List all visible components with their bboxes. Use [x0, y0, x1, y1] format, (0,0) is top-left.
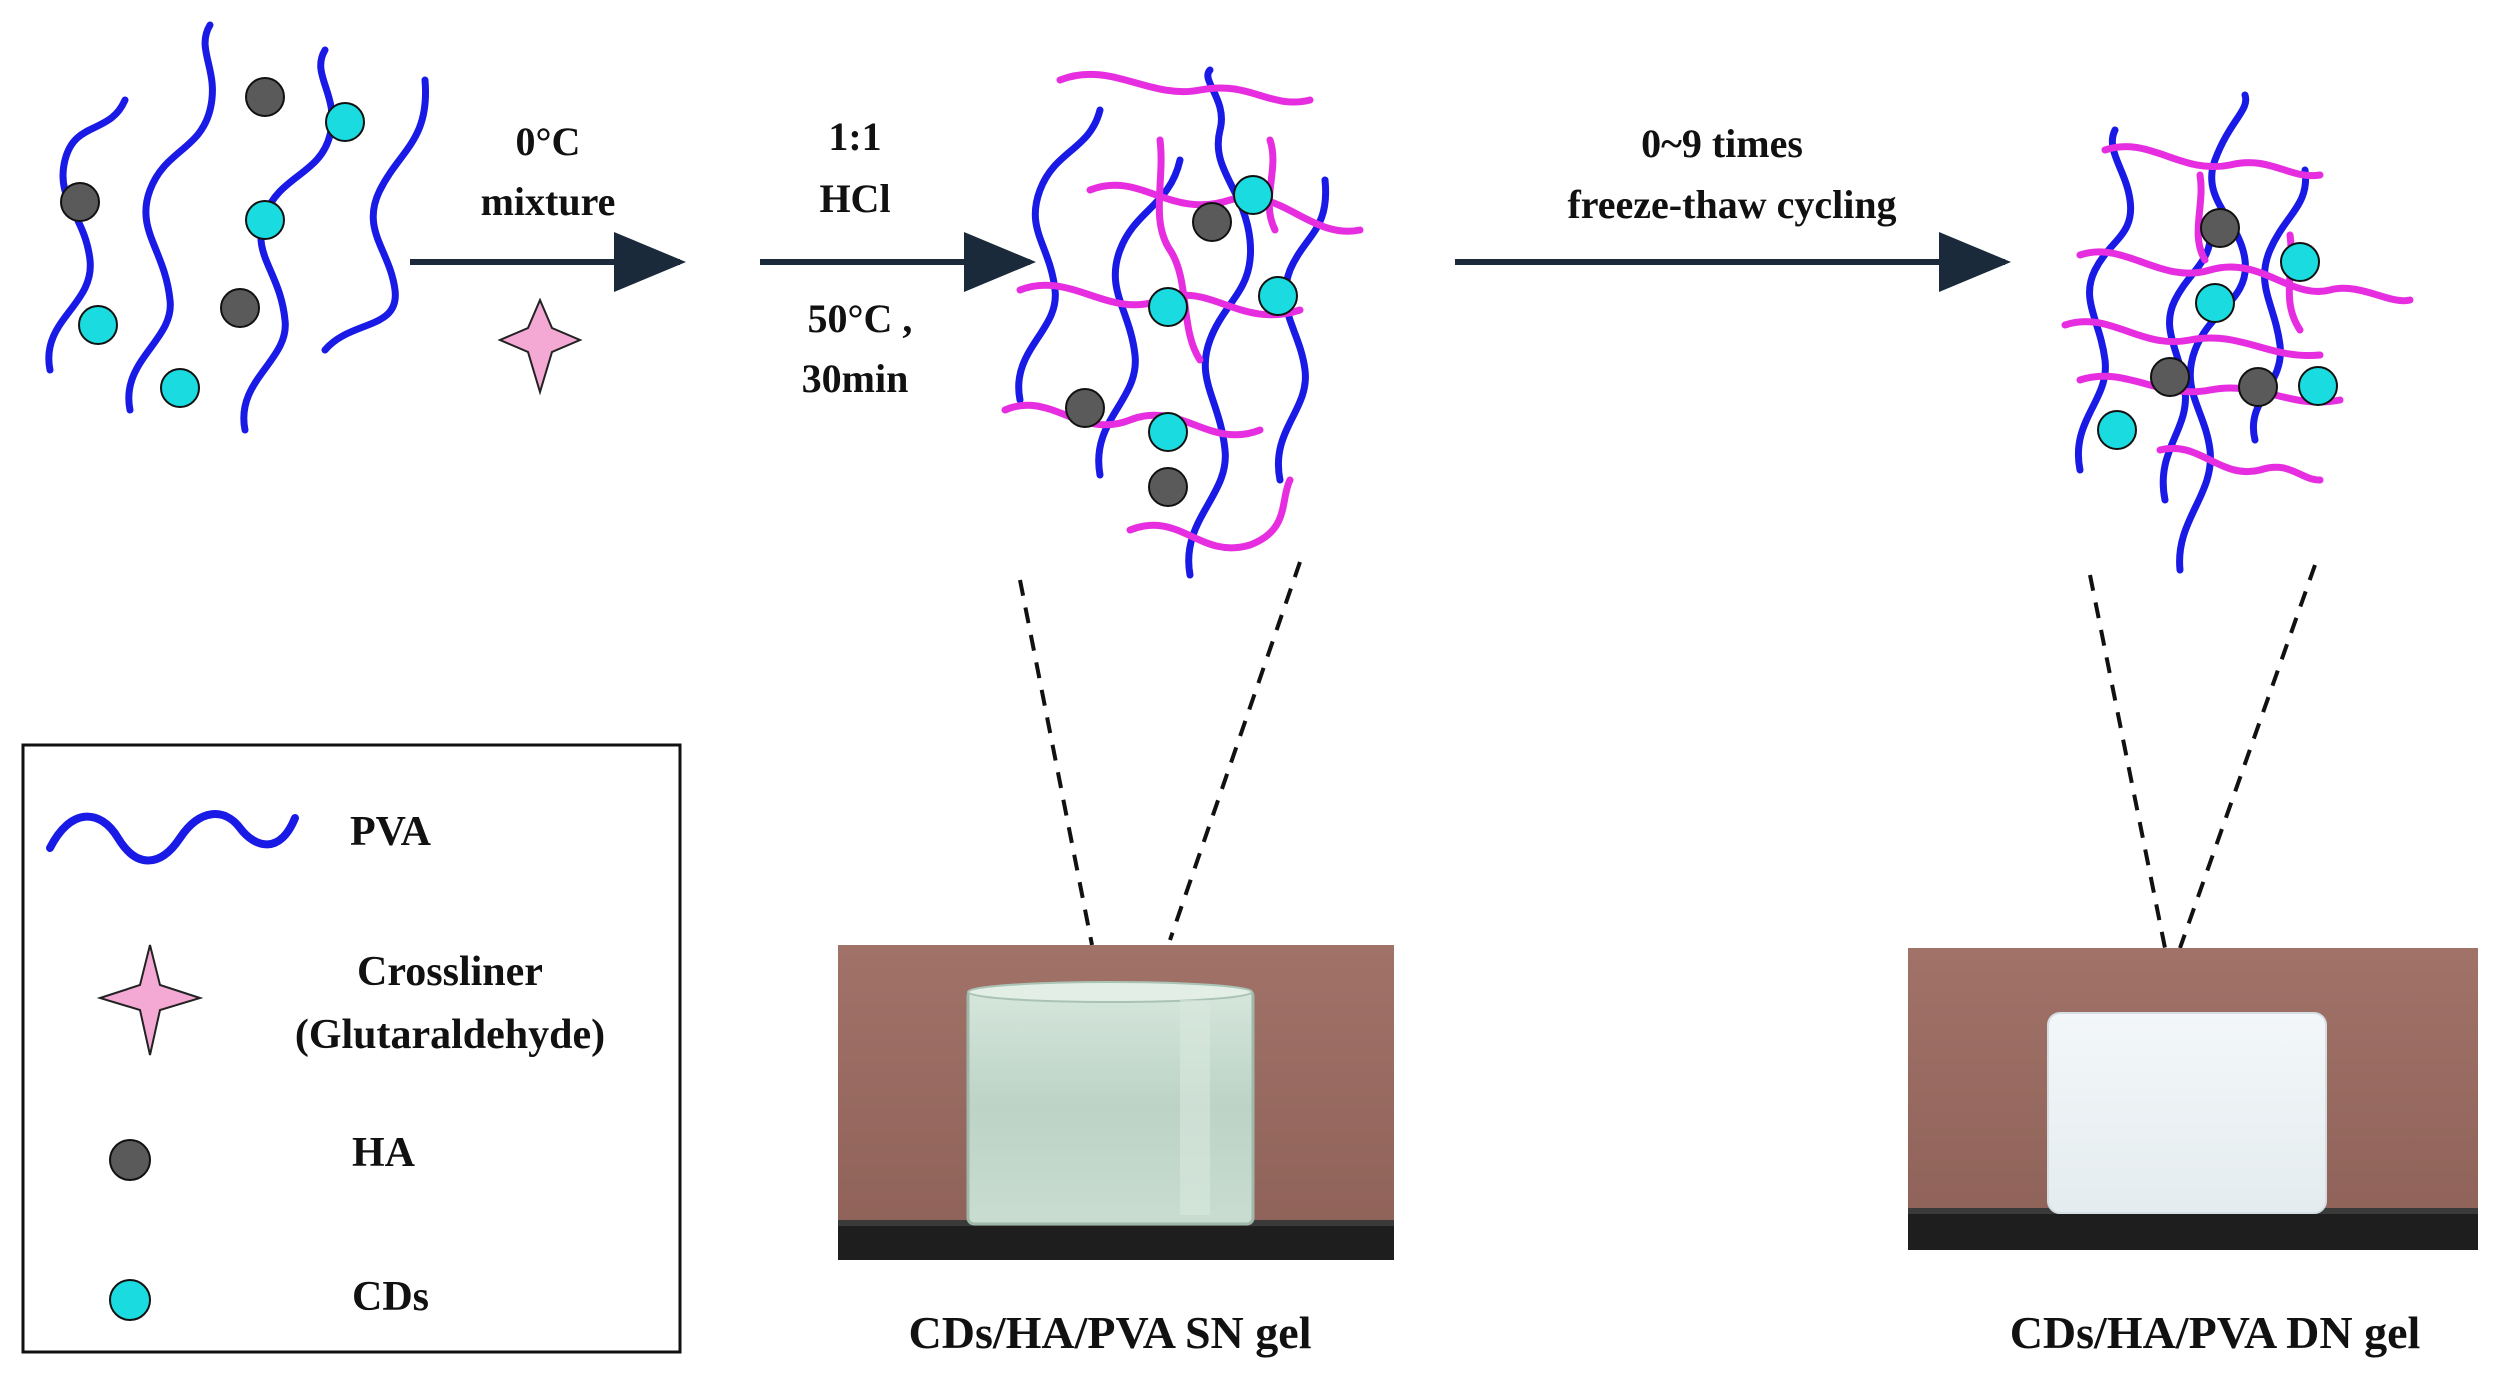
legend-box — [21, 743, 682, 1354]
crosslink-chain — [1155, 136, 1204, 364]
crosslink-chain — [2194, 171, 2209, 264]
pva-chain — [1274, 176, 1330, 484]
sn-gel-sample — [966, 988, 1255, 1226]
crosslink-chain — [1001, 401, 1264, 439]
initial-mixture-scheme — [45, 21, 430, 434]
zoom-lines — [1018, 561, 2317, 949]
sn-gel-caption: CDs/HA/PVA SN gel — [909, 1307, 1312, 1358]
legend-ha-label: HA — [352, 1130, 416, 1176]
cds-particle — [2097, 410, 2137, 450]
legend-pva-label: PVA — [350, 809, 432, 855]
cds-particle — [78, 305, 118, 345]
step-arrow-crosslinking: 1:1 HCl 50°C , 30min — [760, 114, 1036, 401]
crosslink-chain — [1126, 476, 1294, 552]
crosslink-chain — [2076, 248, 2414, 305]
step3-label: freeze-thaw cycling — [1567, 182, 1896, 227]
dn-gel-photo — [1908, 948, 2478, 1250]
crosslinker-legend-icon — [96, 944, 204, 1056]
pva-chain — [1015, 106, 1104, 404]
cds-particle — [1148, 287, 1188, 327]
crosslink-chain — [1265, 136, 1279, 234]
step2-ratio: 1:1 — [828, 114, 881, 159]
ha-particle — [1148, 467, 1188, 507]
crosslink-chain — [2076, 372, 2344, 406]
legend-crosslinker-label-2: (Glutaraldehyde) — [295, 1012, 605, 1058]
sn-network-scheme — [1001, 66, 1364, 579]
crosslink-chain — [1056, 70, 1314, 106]
zoom-line-dn-left — [2088, 574, 2167, 949]
crosslink-chain — [2061, 318, 2324, 360]
zoom-line-sn-right — [1168, 561, 1302, 941]
pva-chain — [125, 21, 216, 414]
step-arrow-freeze-thaw: 0~9 times freeze-thaw cycling — [1455, 121, 2011, 292]
step1-label: mixture — [481, 179, 616, 224]
cds-particle — [325, 102, 365, 142]
ha-particle — [1065, 388, 1105, 428]
crosslink-chain — [2101, 143, 2324, 180]
cds-particle — [160, 368, 200, 408]
cds-particle — [2280, 242, 2320, 282]
legend-cds-label: CDs — [352, 1274, 429, 1320]
step-arrow-mixing: 0°C mixture — [410, 119, 686, 396]
ha-particle — [1192, 202, 1232, 242]
cds-particle — [2298, 366, 2338, 406]
step1-temperature: 0°C — [516, 119, 581, 164]
pva-chain — [321, 76, 430, 354]
step2-acid: HCl — [819, 176, 890, 221]
zoom-line-sn-left — [1018, 579, 1094, 946]
dn-network-scheme — [2061, 91, 2414, 574]
ha-legend-icon — [109, 1139, 151, 1181]
cds-particle — [1258, 276, 1298, 316]
ha-particle — [245, 77, 285, 117]
pva-chain — [1185, 66, 1255, 579]
cds-legend-icon — [109, 1279, 151, 1321]
step3-cycles: 0~9 times — [1641, 121, 1803, 166]
dn-gel-caption: CDs/HA/PVA DN gel — [2010, 1307, 2421, 1358]
crosslink-chain — [1086, 181, 1364, 235]
cds-particle — [2195, 283, 2235, 323]
ha-particle — [2200, 208, 2240, 248]
dn-gel-sample — [2047, 1012, 2327, 1214]
cds-particle — [1148, 412, 1188, 452]
ha-particle — [60, 182, 100, 222]
crosslinker-star-icon — [497, 297, 583, 396]
step2-time: 30min — [802, 356, 909, 401]
crosslink-chain — [2156, 444, 2324, 484]
legend: PVA Crossliner (Glutaraldehyde) HA CDs — [21, 743, 682, 1354]
ha-particle — [2238, 367, 2278, 407]
ha-particle — [2150, 357, 2190, 397]
cds-particle — [1233, 175, 1273, 215]
cds-particle — [245, 200, 285, 240]
pva-chain — [2074, 126, 2135, 474]
ha-particle — [220, 288, 260, 328]
initial-mixture-particles — [60, 77, 365, 408]
step2-temperature: 50°C , — [808, 296, 913, 341]
zoom-line-dn-right — [2178, 564, 2317, 949]
legend-crosslinker-label-1: Crossliner — [357, 949, 543, 995]
pva-legend-icon — [46, 810, 299, 865]
sn-gel-photo — [838, 945, 1394, 1260]
